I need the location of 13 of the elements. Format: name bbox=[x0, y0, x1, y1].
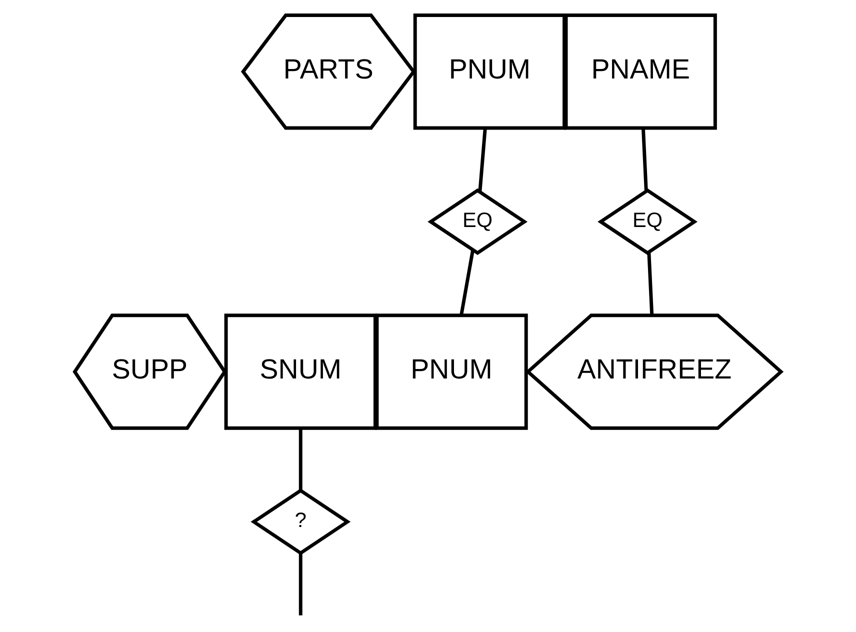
node-diamond: EQ bbox=[598, 188, 698, 256]
node-box: PNAME bbox=[564, 14, 717, 130]
connector bbox=[298, 553, 302, 616]
connector bbox=[478, 128, 487, 192]
node-box: SNUM bbox=[224, 314, 377, 430]
node-box: PNUM bbox=[413, 14, 566, 130]
connector bbox=[298, 428, 302, 490]
connector bbox=[460, 250, 474, 316]
node-diamond: EQ bbox=[428, 188, 528, 256]
connector bbox=[642, 128, 648, 191]
node-diamond: ? bbox=[250, 488, 351, 556]
connector bbox=[647, 252, 654, 316]
node-box: PNUM bbox=[375, 314, 528, 430]
